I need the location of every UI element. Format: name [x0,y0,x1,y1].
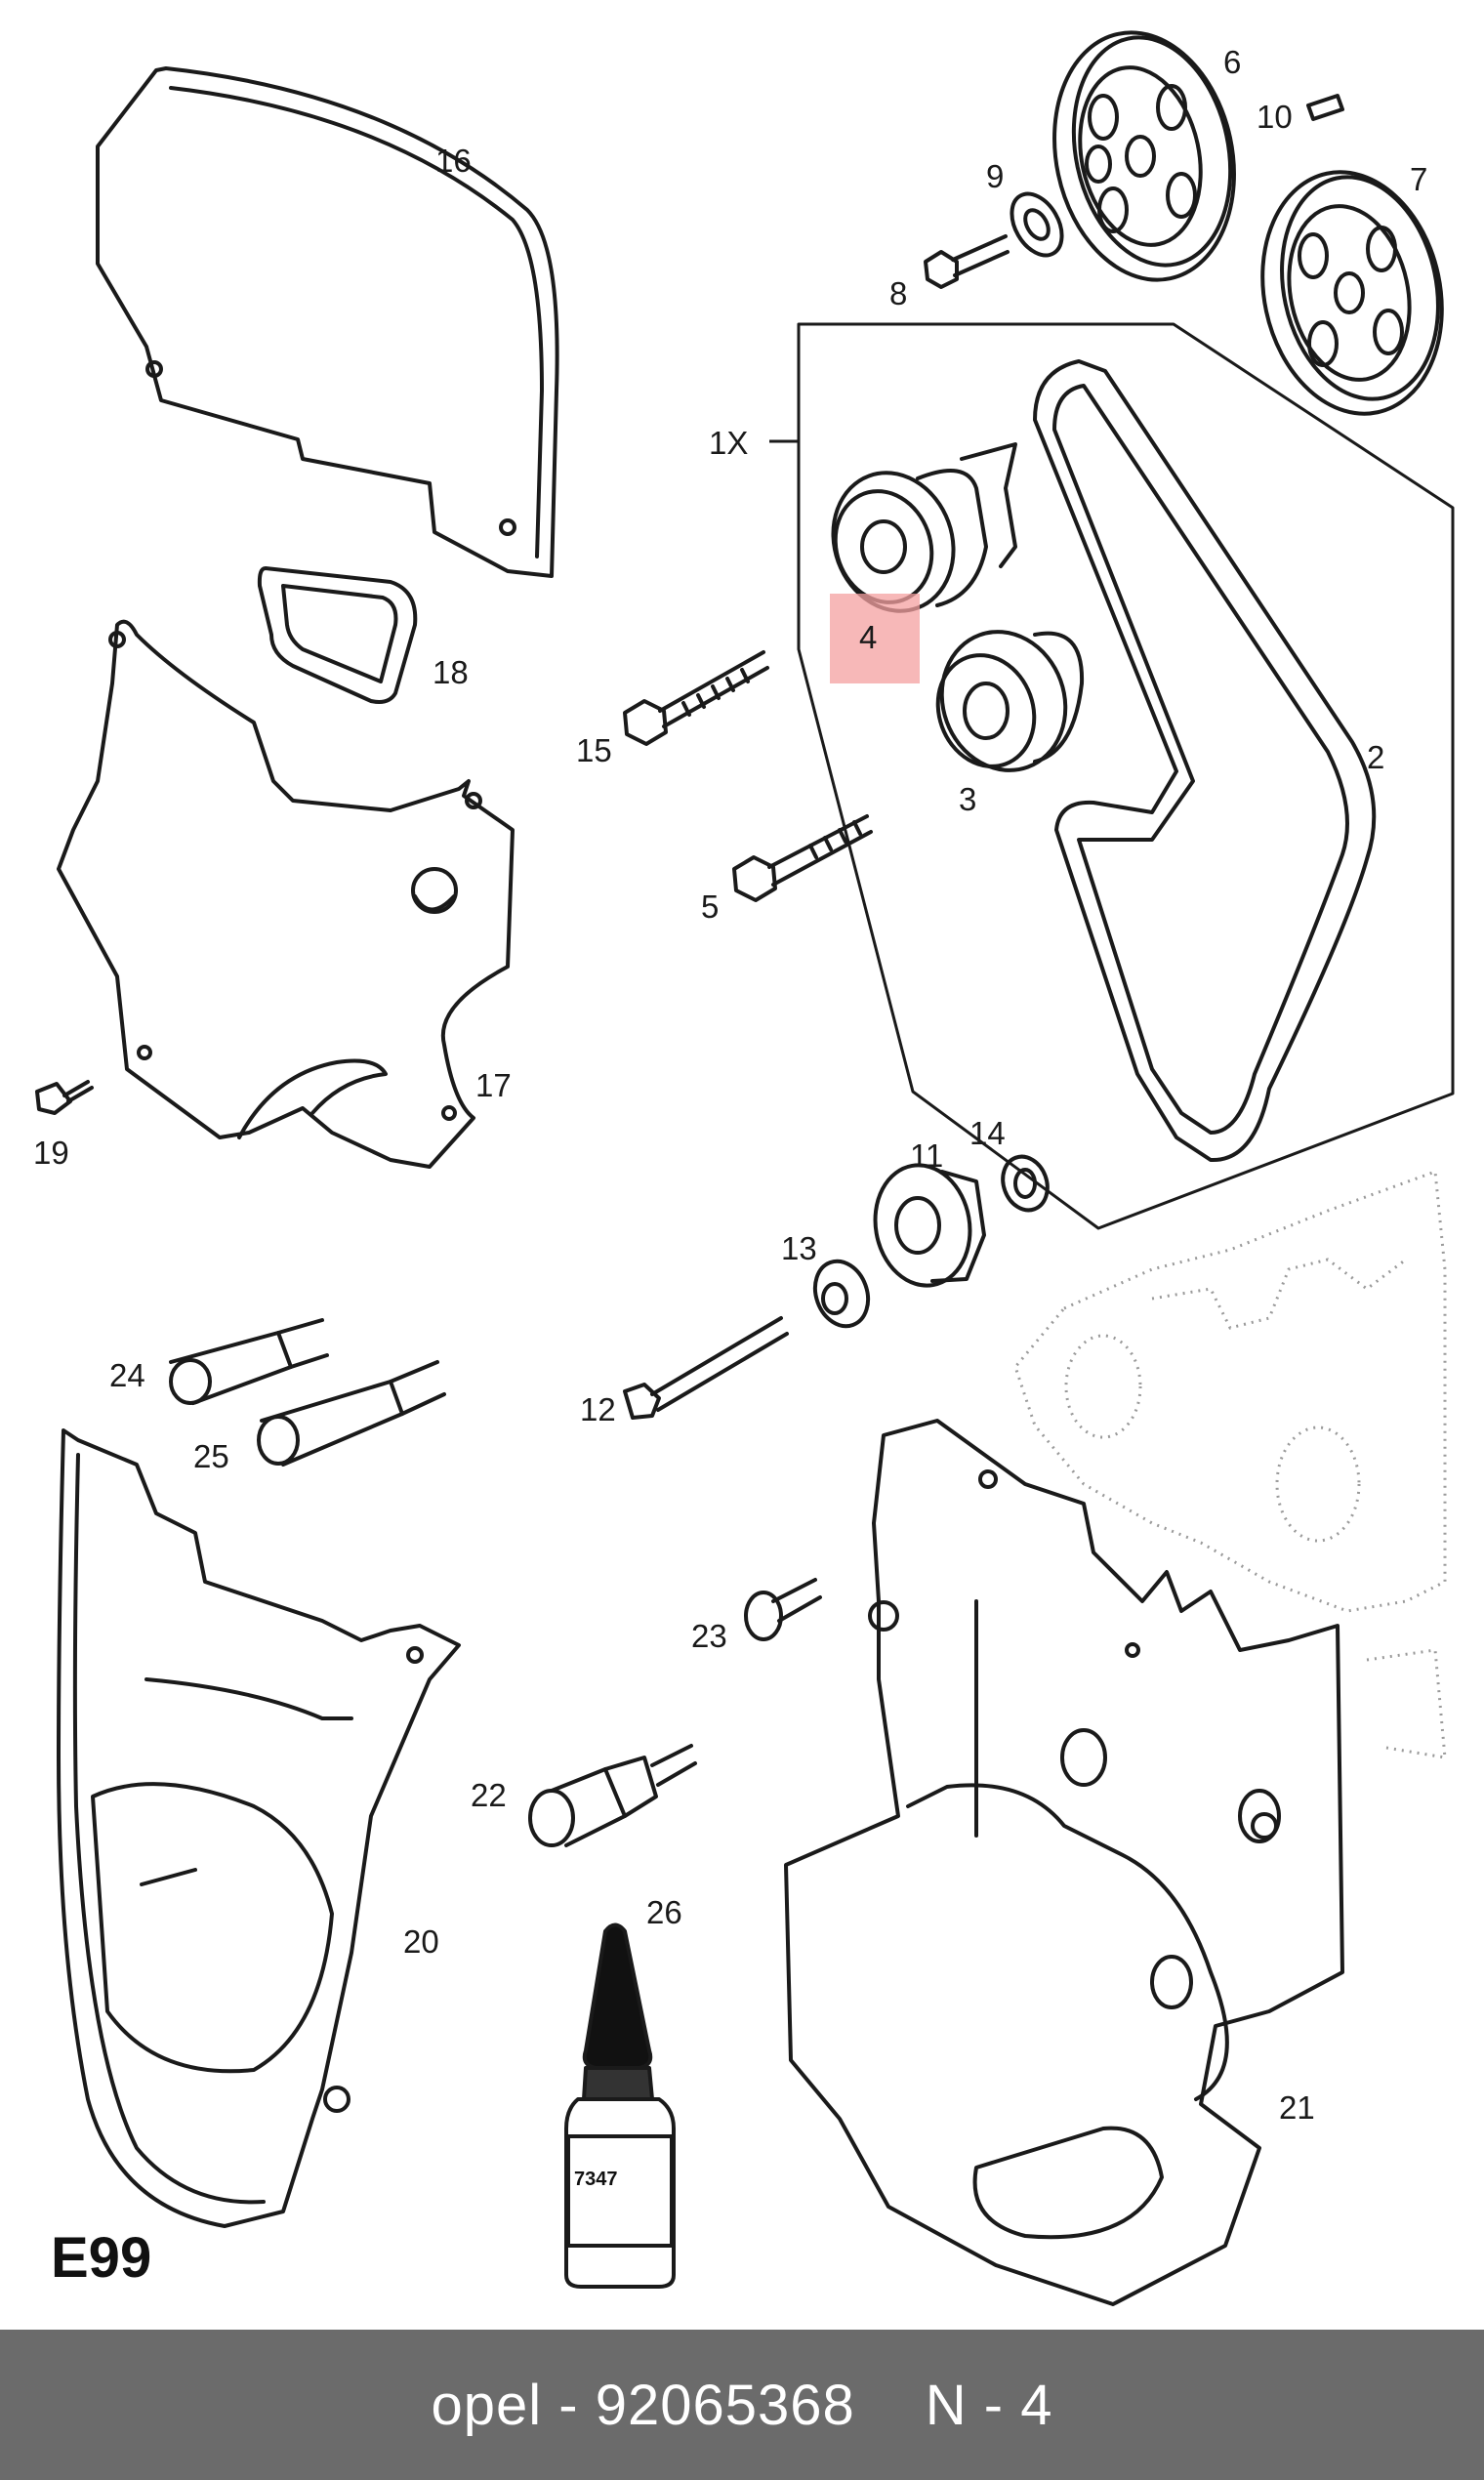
engine-block-ghost [1013,1169,1447,1759]
footer-part-number: opel - 92065368 [431,2373,855,2437]
timing-belt-2 [1033,359,1377,1163]
bolt-5 [732,814,873,902]
sealant-bottle-26 [564,1922,676,2289]
callout-16: 16 [435,143,472,179]
middle-cover-17 [57,619,515,1169]
pin-10 [1306,94,1344,121]
stud-bolt-25 [257,1360,446,1467]
gasket-18 [257,566,418,704]
parts-diagram: 1X 2 3 4 5 6 7 8 9 10 11 12 13 14 15 16 … [33,30,1455,2306]
callout-26: 26 [646,1894,682,1930]
washer-14 [1001,1154,1050,1213]
callout-10: 10 [1257,99,1293,135]
callout-7: 7 [1410,161,1427,197]
callout-1x: 1X [709,425,748,461]
rear-cover-20 [57,1428,461,2228]
highlight-box [830,594,920,683]
lower-cover-21 [784,1419,1344,2306]
footer-position: N - 4 [925,2373,1053,2437]
idler-pulley-3 [935,630,1085,772]
callout-11: 11 [910,1137,943,1174]
bolt-8 [924,234,1010,289]
callout-20: 20 [403,1923,439,1960]
bolt-15 [623,650,769,746]
callout-19: 19 [33,1135,69,1171]
screw-23 [744,1578,822,1641]
callout-labels: 1X 2 3 4 5 6 7 8 9 10 11 12 13 14 15 16 … [33,44,1427,2290]
callout-9: 9 [986,158,1004,194]
callout-18: 18 [433,654,469,690]
upper-timing-cover-16 [96,66,559,578]
washer-13 [812,1259,871,1329]
callout-25: 25 [193,1438,229,1474]
sensor-22 [528,1744,697,1847]
bottle-label: 7347 [574,2169,618,2190]
callout-23: 23 [691,1618,727,1654]
callout-12: 12 [580,1391,616,1427]
tensioner-pulley-4 [831,442,1017,613]
bolt-19 [35,1080,94,1115]
washer-9 [1010,191,1064,258]
callout-5: 5 [701,889,719,925]
callout-21: 21 [1279,2089,1315,2126]
footer-bar: opel - 92065368 N - 4 [0,2330,1484,2480]
callout-17: 17 [475,1067,512,1103]
callout-13: 13 [781,1230,817,1266]
callout-2: 2 [1367,739,1384,775]
camshaft-gear-7 [1260,170,1444,416]
callout-24: 24 [109,1357,145,1393]
stud-bolt-24 [169,1318,329,1405]
crank-bolt-12 [623,1316,789,1420]
callout-15: 15 [576,732,612,768]
callout-6: 6 [1223,44,1241,80]
callout-14: 14 [969,1115,1006,1151]
diagram-code: E99 [51,2226,151,2290]
callout-22: 22 [471,1777,507,1813]
kit-outline-1x [797,322,1455,1230]
crank-sprocket-11 [873,1163,986,1288]
callout-4: 4 [859,619,877,655]
callout-3: 3 [959,781,976,817]
callout-8: 8 [889,275,907,311]
camshaft-gear-6 [1052,30,1236,282]
